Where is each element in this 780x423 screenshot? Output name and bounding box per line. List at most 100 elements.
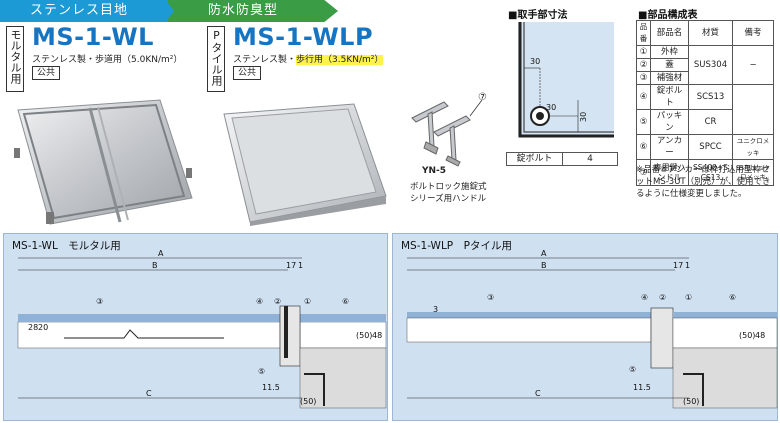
handle-caption-1: ボルトロック施錠式: [410, 182, 487, 192]
callout-5: ⑤: [258, 367, 265, 376]
section-left-svg: A B 17 1 C 28 20 (50) 48 11.5 (50) ③ ④ ②…: [17, 249, 387, 409]
callout-4: ④: [641, 293, 648, 302]
category-banner-left: ステンレス目地: [0, 0, 170, 22]
callout-4: ④: [256, 297, 263, 306]
product-right-badge: 公共: [233, 66, 262, 80]
product-left-photo: [14, 99, 193, 225]
part-no: ⑤: [636, 109, 651, 135]
dim-11-5: 11.5: [262, 383, 280, 392]
dim-11-5: 11.5: [633, 383, 651, 392]
bolt-size-row: 錠ボルト 4: [506, 152, 618, 166]
parts-header-name: 部品名: [650, 20, 689, 46]
part-remark: SS部ユニクロメッキ: [732, 159, 774, 186]
part-name: 外枠: [650, 45, 689, 59]
dim-48: 48: [372, 331, 382, 340]
dim-50: (50): [356, 331, 372, 340]
handle-dims-drawing: 30 30 30: [518, 22, 614, 138]
callout-1: ①: [685, 293, 692, 302]
callout-5: ⑤: [629, 365, 636, 374]
handle-caption-2: シリーズ用ハンドル: [410, 194, 487, 204]
dim-B: B: [541, 261, 547, 270]
dim-48: 48: [755, 331, 765, 340]
dim-17: 17: [286, 261, 296, 270]
parts-header-row: 品番 部品名 材質 備考: [636, 20, 774, 46]
part-name: パッキン: [650, 109, 689, 135]
part-remark: −: [732, 45, 774, 85]
handle-dims-title: ■取手部寸法: [508, 10, 568, 21]
part-name: アンカー: [650, 134, 689, 160]
handle-model: YN-5: [422, 166, 447, 176]
dim-C: C: [535, 389, 541, 398]
dim-50b: (50): [683, 397, 699, 406]
part-no: ③: [636, 71, 651, 85]
part-material: SCS13: [688, 84, 733, 110]
part-name: 蓋: [650, 58, 689, 72]
part-name: 専用鍵ハンドル: [650, 159, 689, 186]
callout-1: ①: [304, 297, 311, 306]
table-row: ③ 補強材: [636, 71, 774, 85]
product-right-spec: ステンレス製・歩行用（3.5KN/m²）: [233, 52, 384, 65]
handle-dim-3: 30: [579, 112, 588, 122]
product-left-badge: 公共: [32, 66, 61, 80]
dim-28: 28: [28, 323, 38, 332]
parts-note: ※品番⑥アンカーは枠打込用型枠セットMS-3UT（別売）が、使用できるように仕様…: [636, 165, 771, 199]
callout-3: ③: [487, 293, 494, 302]
callout-3: ③: [96, 297, 103, 306]
part-name: 補強材: [650, 71, 689, 85]
section-drawing-left: MS-1-WL モルタル用 A B 17 1 C 28 20 (50) 48 1…: [3, 233, 388, 421]
category-banner-right: 防水防臭型: [168, 0, 338, 22]
product-right-model: MS-1-WLP: [233, 23, 374, 51]
product-left-spec: ステンレス製・歩道用（5.0KN/m²）: [32, 55, 183, 65]
handle-dim-1: 30: [530, 57, 540, 66]
parts-header-remark: 備考: [732, 20, 774, 46]
part-no: ⑥: [636, 134, 651, 160]
dim-20: 20: [38, 323, 48, 332]
dim-17: 17: [673, 261, 683, 270]
table-row: ② 蓋: [636, 58, 774, 72]
callout-2: ②: [659, 293, 666, 302]
part-remark: [732, 84, 774, 135]
callout-6: ⑥: [729, 293, 736, 302]
parts-header-material: 材質: [688, 20, 733, 46]
dim-50b: (50): [300, 397, 316, 406]
dim-C: C: [146, 389, 152, 398]
callout-2: ②: [274, 297, 281, 306]
section-right-svg: A B 17 1 C 3 (50) 48 11.5 (50) ③ ④ ② ① ⑥…: [406, 249, 778, 409]
handle-callout: ⑦: [478, 92, 487, 103]
part-no: ④: [636, 84, 651, 110]
dim-1: 1: [298, 261, 303, 270]
product-right-tag: Pタイル用: [207, 26, 225, 92]
part-remark: ユニクロメッキ: [732, 134, 774, 160]
product-right-spec-highlight: 歩行用（3.5KN/m²）: [296, 55, 384, 65]
product-right-photo: [223, 103, 387, 226]
section-drawing-right: MS-1-WLP Pタイル用 A B 17 1 C 3 (50) 48 11.5…: [392, 233, 778, 421]
dim-A: A: [541, 249, 547, 258]
dim-50: (50): [739, 331, 755, 340]
table-row: ① 外枠 SUS304 −: [636, 45, 774, 85]
parts-header-no: 品番: [636, 20, 651, 46]
table-row: ④ 錠ボルト SCS13: [636, 84, 774, 135]
part-material: SPCC: [688, 134, 733, 160]
handle-dim-2: 30: [546, 103, 556, 112]
part-no: ②: [636, 58, 651, 72]
parts-table: 品番 部品名 材質 備考 ① 外枠 SUS304 − ② 蓋 ③ 補強材 ④ 錠…: [636, 20, 774, 186]
section-right-title: MS-1-WLP Pタイル用: [401, 240, 512, 252]
dim-1: 1: [685, 261, 690, 270]
part-material: CR: [688, 109, 733, 135]
product-left-tag: モルタル用: [6, 26, 24, 92]
bolt-size-label: 錠ボルト: [507, 153, 563, 165]
part-name: 錠ボルト: [650, 84, 689, 110]
callout-6: ⑥: [342, 297, 349, 306]
section-left-title: MS-1-WL モルタル用: [12, 240, 121, 252]
bolt-size-value: 4: [587, 154, 593, 164]
table-row: ⑦ 専用鍵ハンドル SS400+SCS13 SS部ユニクロメッキ: [636, 159, 774, 186]
part-material: SS400+SCS13: [688, 159, 733, 186]
dim-B: B: [152, 261, 158, 270]
product-left-model: MS-1-WL: [32, 23, 154, 51]
key-handle-illustration: [411, 99, 483, 167]
dim-A: A: [158, 249, 164, 258]
parts-title: ■部品構成表: [638, 10, 698, 21]
part-no: ①: [636, 45, 651, 59]
dim-3: 3: [433, 305, 438, 314]
table-row: ⑥ アンカー SPCC ユニクロメッキ: [636, 134, 774, 160]
